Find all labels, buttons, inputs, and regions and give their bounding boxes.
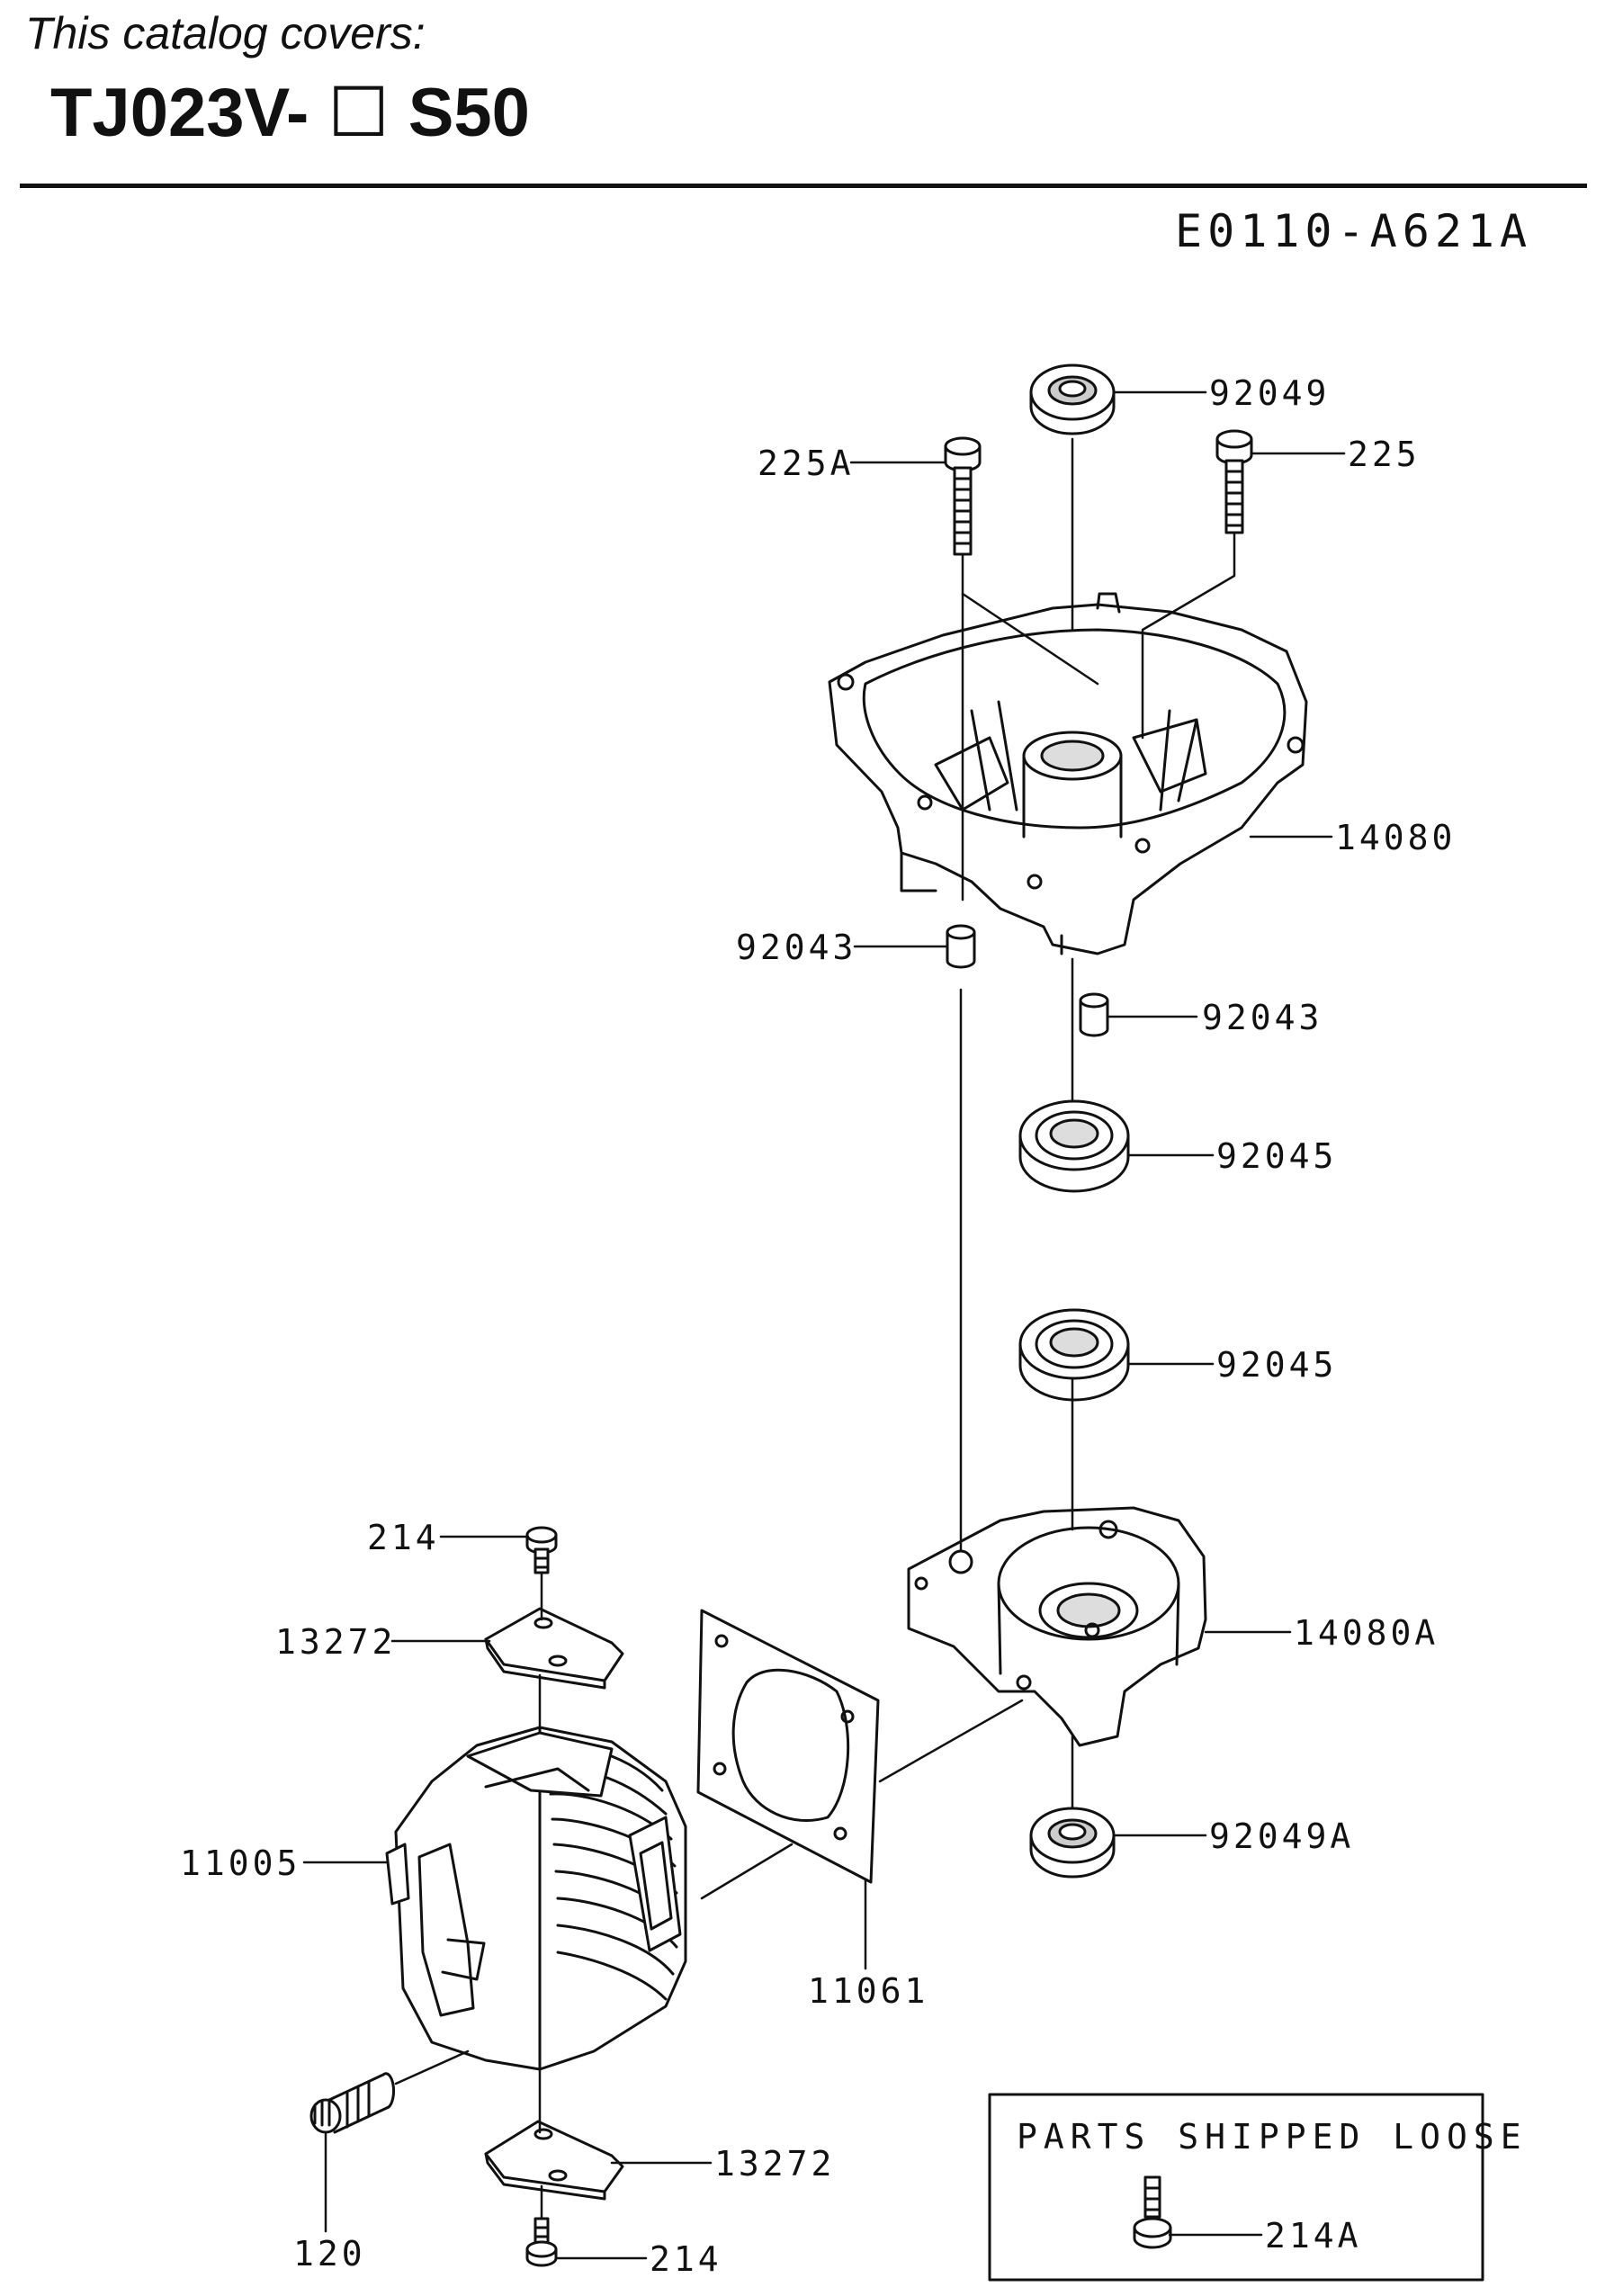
label-92043-left: 92043 bbox=[736, 928, 856, 967]
label-11061: 11061 bbox=[808, 1971, 928, 2011]
label-13272-bottom: 13272 bbox=[714, 2144, 835, 2184]
label-14080: 14080 bbox=[1335, 818, 1456, 857]
screw-225 bbox=[1215, 429, 1253, 534]
label-92049: 92049 bbox=[1209, 373, 1330, 413]
plate-13272-top bbox=[484, 1607, 624, 1690]
label-214A: 214A bbox=[1265, 2216, 1362, 2256]
label-13272-top: 13272 bbox=[275, 1622, 396, 1662]
dowel-pin-92043-left bbox=[946, 924, 976, 969]
label-214-top: 214 bbox=[367, 1518, 440, 1557]
model-number: TJ023V- ☐ S50 bbox=[50, 72, 530, 152]
label-14080A: 14080A bbox=[1294, 1613, 1439, 1653]
oil-seal-92049 bbox=[1029, 363, 1116, 435]
model-prefix: TJ023V- bbox=[50, 75, 309, 151]
plate-13272-bottom bbox=[484, 2120, 624, 2201]
label-11005: 11005 bbox=[180, 1843, 300, 1883]
label-214-bottom: 214 bbox=[650, 2239, 722, 2279]
ball-bearing-92045-top bbox=[1018, 1099, 1130, 1193]
dowel-pin-92043-right bbox=[1079, 992, 1109, 1037]
diagram-code: E0110-A621A bbox=[1175, 205, 1533, 257]
cylinder-11005 bbox=[385, 1726, 687, 2071]
ball-bearing-92045-bottom bbox=[1018, 1308, 1130, 1402]
parts-shipped-loose-title: PARTS SHIPPED LOOSE bbox=[1017, 2117, 1528, 2157]
label-92043-right: 92043 bbox=[1202, 998, 1323, 1037]
label-225A: 225A bbox=[758, 444, 855, 483]
label-225: 225 bbox=[1348, 435, 1421, 474]
leader-lines bbox=[302, 390, 1346, 2260]
crankcase-14080A bbox=[907, 1506, 1207, 1747]
label-92045-top: 92045 bbox=[1216, 1136, 1337, 1176]
screw-214-top bbox=[525, 1526, 558, 1574]
label-120: 120 bbox=[293, 2234, 366, 2274]
model-placeholder-box: ☐ bbox=[327, 75, 390, 151]
bolt-120 bbox=[309, 2072, 396, 2134]
catalog-subtitle: This catalog covers: bbox=[25, 8, 426, 58]
label-92049A: 92049A bbox=[1209, 1816, 1354, 1856]
parts-shipped-loose-box bbox=[988, 2093, 1484, 2282]
header-rule bbox=[20, 184, 1587, 188]
crankcase-14080 bbox=[828, 592, 1308, 955]
oil-seal-92049A bbox=[1029, 1807, 1116, 1879]
screw-214-bottom bbox=[525, 2217, 558, 2267]
screw-214A bbox=[1133, 2175, 1172, 2249]
gasket-11061 bbox=[696, 1609, 880, 1884]
model-suffix: S50 bbox=[408, 75, 530, 151]
label-92045-bottom: 92045 bbox=[1216, 1345, 1337, 1385]
screw-225A bbox=[944, 436, 982, 556]
